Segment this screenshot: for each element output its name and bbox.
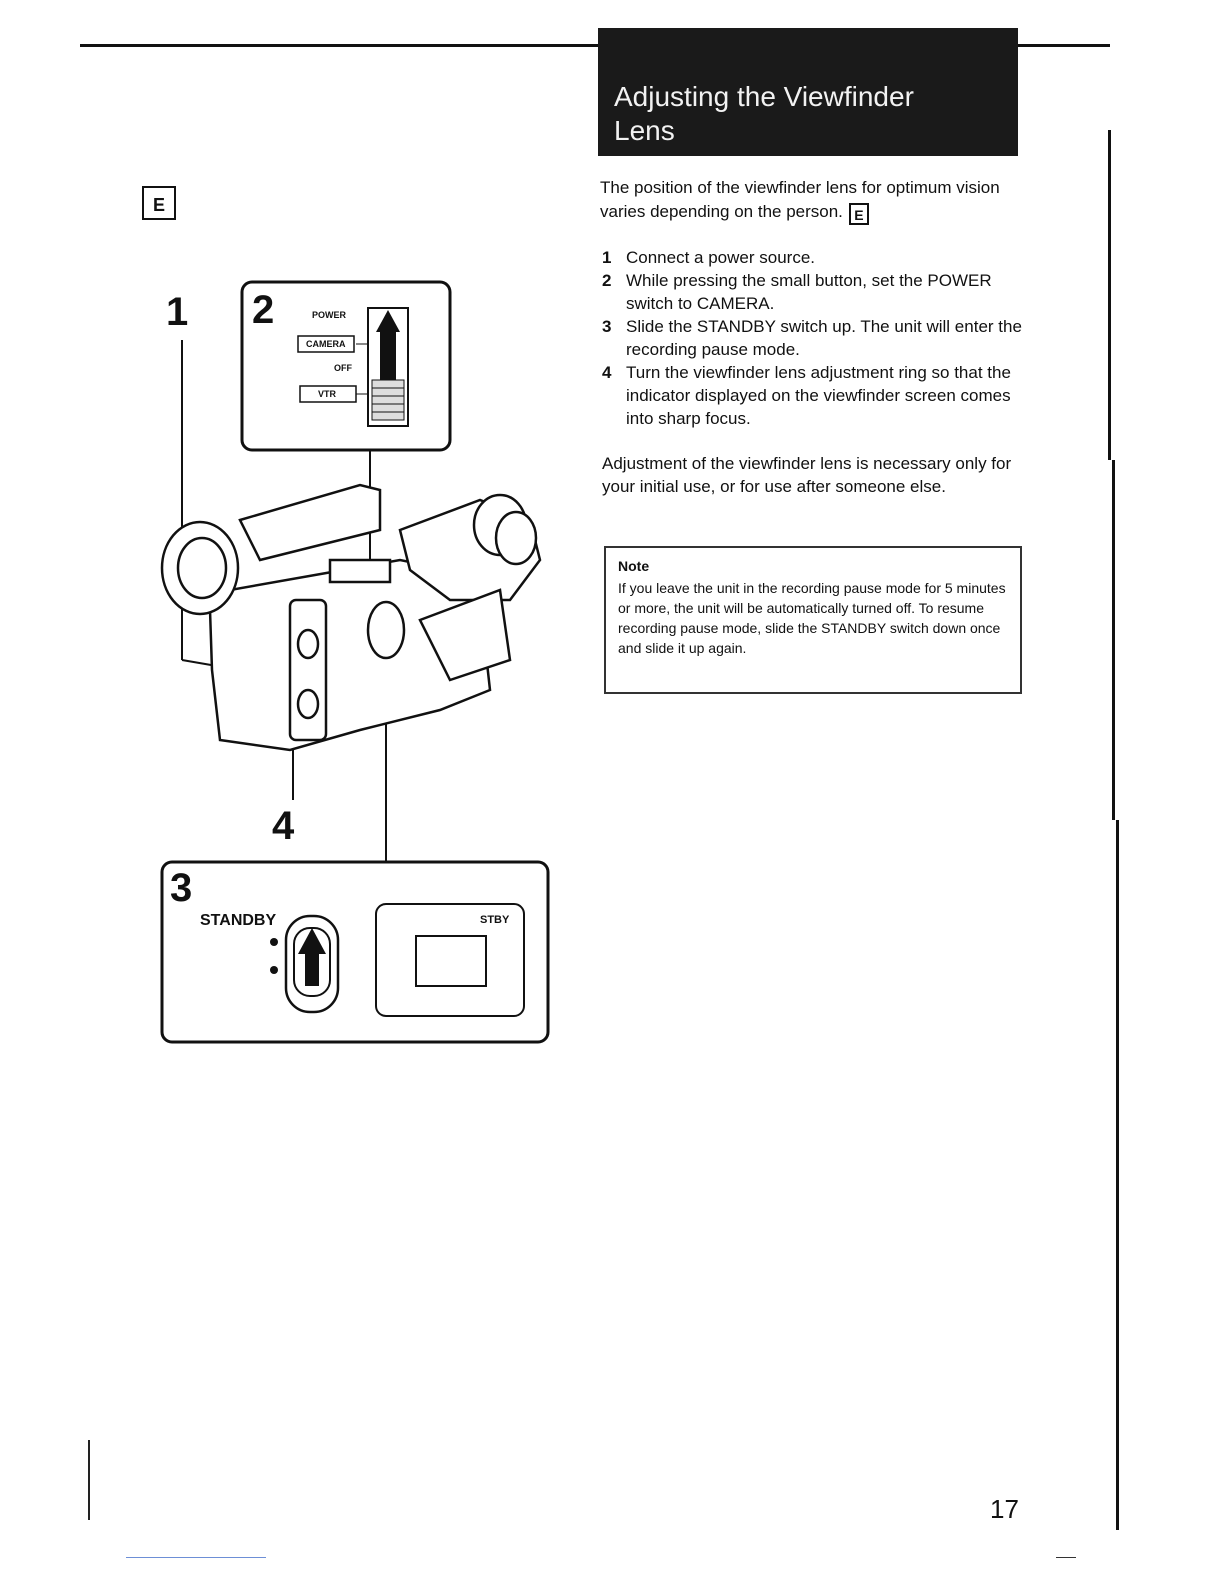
- step-text: Slide the STANDBY switch up. The unit wi…: [626, 317, 1022, 359]
- arrow-up-icon: [298, 928, 326, 954]
- camcorder-illustration: [160, 280, 550, 1044]
- step-label-2: 2: [252, 288, 275, 332]
- top-rule: [80, 44, 1110, 47]
- step-text: Connect a power source.: [626, 248, 815, 267]
- page-title-line2: Lens: [614, 115, 675, 146]
- adjustment-paragraph: Adjustment of the viewfinder lens is nec…: [602, 454, 1012, 496]
- step-number: 1: [602, 248, 612, 267]
- margin-bar: [88, 1440, 90, 1520]
- note-title: Note: [618, 558, 650, 574]
- note-text: If you leave the unit in the recording p…: [618, 580, 1006, 656]
- vtr-label: VTR: [318, 389, 336, 399]
- page-title-line1: Adjusting the Viewfinder: [614, 81, 914, 112]
- figure-label: E: [142, 186, 176, 220]
- intro-text: The position of the viewfinder lens for …: [600, 178, 1000, 221]
- margin-bar: [1108, 130, 1111, 460]
- list-item: 2 While pressing the small button, set th…: [602, 269, 1022, 315]
- intro-paragraph: The position of the viewfinder lens for …: [600, 176, 1020, 225]
- page-title: Adjusting the Viewfinder Lens: [614, 80, 1014, 148]
- list-item: 1 Connect a power source.: [602, 246, 1022, 269]
- arrow-up-icon: [305, 950, 319, 986]
- margin-bar: [1112, 460, 1115, 820]
- note-box: Note If you leave the unit in the record…: [604, 546, 1022, 694]
- list-item: 4 Turn the viewfinder lens adjustment rin…: [602, 361, 1022, 430]
- steps-list: 1 Connect a power source. 2 While pressing…: [602, 246, 1022, 430]
- figure-ref: E: [848, 203, 869, 225]
- standby-label: STANDBY: [200, 912, 277, 929]
- arrow-up-icon: [380, 326, 396, 380]
- step-label-3: 3: [170, 866, 193, 910]
- step-number: 4: [602, 363, 612, 382]
- step-number: 3: [602, 317, 612, 336]
- scan-artifact-line: [126, 1557, 266, 1558]
- scan-artifact-line: [1056, 1557, 1076, 1558]
- page-number: 17: [990, 1494, 1019, 1524]
- step-text: Turn the viewfinder lens adjustment ring…: [626, 363, 1011, 428]
- margin-bar: [1116, 820, 1119, 1530]
- step-label-4: 4: [272, 804, 295, 848]
- power-label: POWER: [312, 310, 347, 320]
- step-number: 2: [602, 271, 612, 290]
- off-label: OFF: [334, 363, 352, 373]
- title-banner: [598, 28, 1018, 156]
- arrow-up-icon: [376, 310, 400, 332]
- viewfinder-indicator: [415, 935, 487, 987]
- camera-label: CAMERA: [306, 339, 346, 349]
- stby-label: STBY: [480, 914, 510, 926]
- list-item: 3 Slide the STANDBY switch up. The unit w…: [602, 315, 1022, 361]
- step-label-1: 1: [166, 290, 189, 334]
- camcorder-body: [160, 483, 542, 752]
- step-text: While pressing the small button, set the…: [626, 271, 992, 313]
